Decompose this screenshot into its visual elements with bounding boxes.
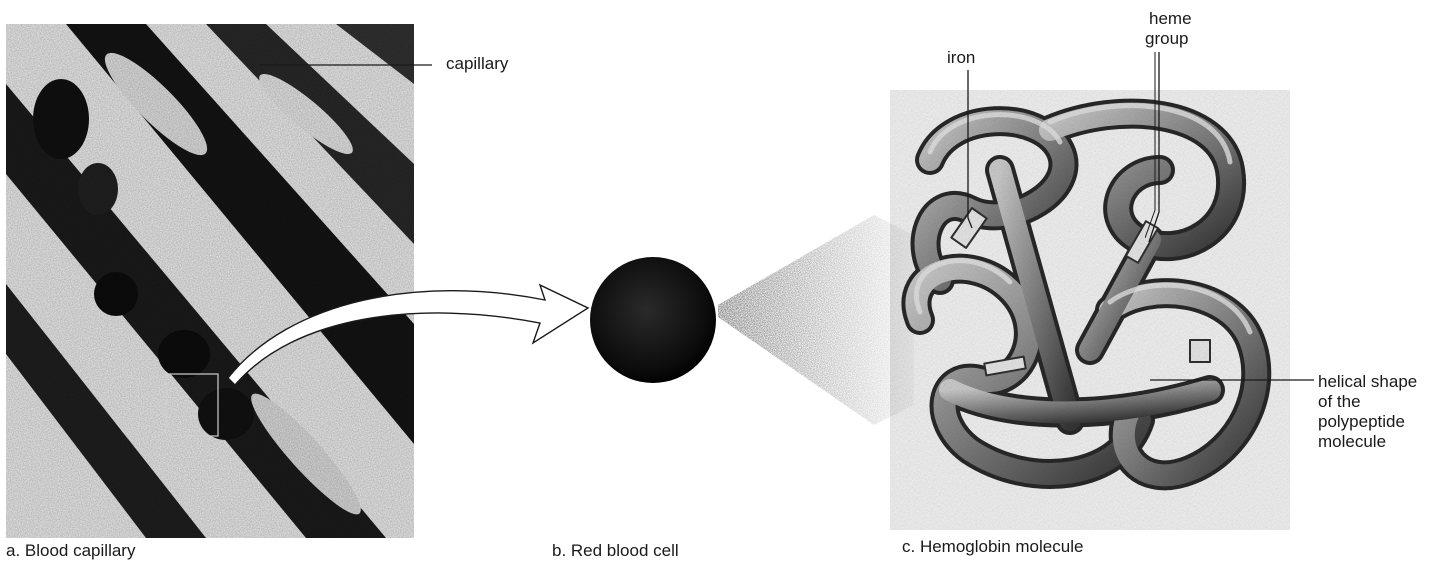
helical-label-line4: molecule bbox=[1318, 432, 1386, 452]
zoom-cone bbox=[714, 205, 914, 435]
heme-leader-line bbox=[1145, 52, 1169, 252]
helical-label-line3: polypeptide bbox=[1318, 412, 1405, 432]
red-blood-cell bbox=[588, 255, 718, 385]
heme-label-line1: heme bbox=[1149, 9, 1192, 29]
hemoglobin-molecule bbox=[890, 90, 1290, 530]
helical-leader-line bbox=[1150, 370, 1320, 390]
caption-red-blood-cell: b. Red blood cell bbox=[552, 541, 679, 561]
helical-label-line2: of the bbox=[1318, 392, 1361, 412]
iron-leader-line bbox=[960, 70, 980, 240]
iron-label: iron bbox=[947, 48, 975, 68]
caption-hemoglobin-molecule: c. Hemoglobin molecule bbox=[902, 537, 1083, 557]
heme-label-line2: group bbox=[1145, 29, 1188, 49]
helical-label-line1: helical shape bbox=[1318, 372, 1417, 392]
